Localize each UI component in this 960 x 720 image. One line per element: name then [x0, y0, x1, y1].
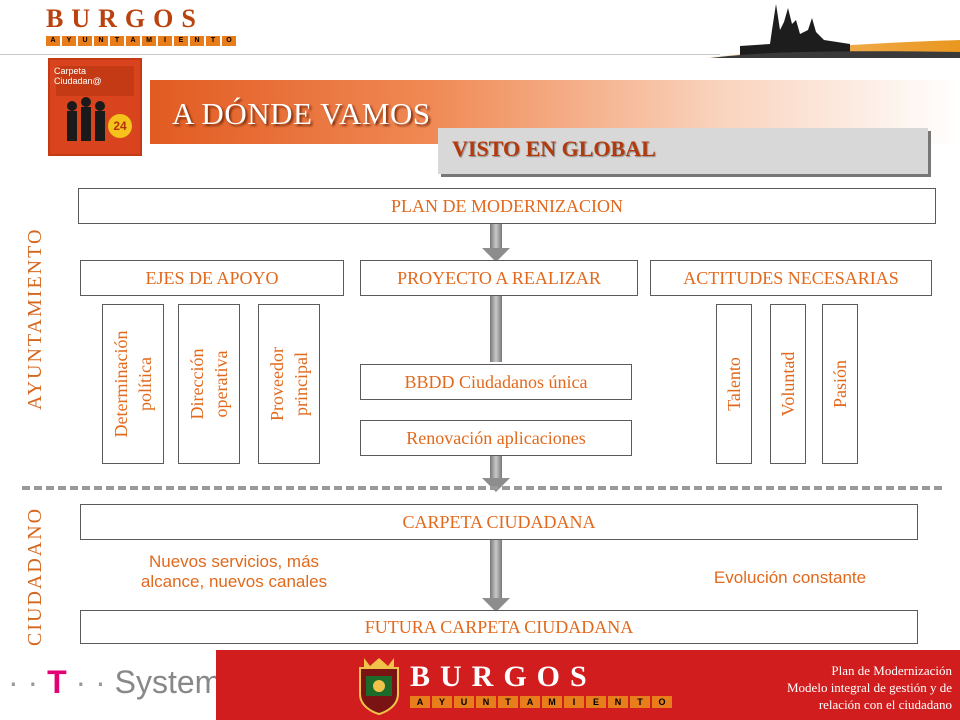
logo-letter: T	[206, 36, 220, 46]
proyecto-realizar-box: PROYECTO A REALIZAR	[360, 260, 638, 296]
arrow-down-icon	[482, 598, 510, 612]
logo-letter: A	[126, 36, 140, 46]
logo-letter: I	[564, 696, 584, 708]
burgos-logo-text: BURGOS	[46, 4, 204, 33]
eje-item-line: operativa	[211, 350, 231, 418]
burgos-logo-subtitle: A Y U N T A M I E N T O	[46, 36, 236, 46]
eje-item-line: Dirección	[187, 348, 207, 420]
cathedral-skyline-icon	[700, 4, 960, 58]
section-label-ayuntamiento: AYUNTAMIENTO	[24, 227, 46, 410]
footer-bar	[216, 650, 960, 720]
logo-letter: E	[174, 36, 188, 46]
page-subtitle: VISTO EN GLOBAL	[452, 136, 656, 161]
footer-burgos-text: BURGOS	[410, 660, 597, 693]
arrow-shaft	[490, 224, 502, 250]
logo-letter: Y	[432, 696, 452, 708]
tsystems-logo: · · T · · Systems	[8, 664, 238, 700]
arrow-down-icon	[482, 248, 510, 262]
svg-text:24: 24	[113, 119, 127, 133]
logo-letter: T	[630, 696, 650, 708]
carpeta-ciudadana-badge: 24	[48, 58, 142, 156]
bbdd-ciudadanos-box: BBDD Ciudadanos única	[360, 364, 632, 400]
logo-letter: E	[586, 696, 606, 708]
logo-letter: U	[78, 36, 92, 46]
badge-label: Carpeta Ciudadan@	[54, 66, 102, 86]
actitud-item-pasion: Pasión	[822, 304, 858, 464]
burgos-crest-icon	[359, 658, 399, 716]
logo-letter: Y	[62, 36, 76, 46]
arrow-shaft	[490, 540, 502, 600]
eje-item-line: principal	[291, 352, 311, 416]
page-title: A DÓNDE VAMOS	[172, 96, 431, 131]
citizens-group-icon: 24	[50, 60, 140, 154]
actitud-item-label: Talento	[724, 357, 744, 411]
logo-letter: T	[498, 696, 518, 708]
logo-letter: T	[110, 36, 124, 46]
logo-letter: U	[454, 696, 474, 708]
section-label-ciudadano: CIUDADANO	[24, 506, 46, 646]
logo-letter: A	[520, 696, 540, 708]
logo-letter: O	[652, 696, 672, 708]
logo-letter: O	[222, 36, 236, 46]
arrow-shaft	[490, 296, 502, 362]
logo-letter: N	[608, 696, 628, 708]
logo-letter: N	[476, 696, 496, 708]
note-nuevos-servicios: Nuevos servicios, más alcance, nuevos ca…	[100, 552, 368, 592]
header-divider	[0, 54, 720, 55]
logo-letter: A	[410, 696, 430, 708]
note-line: Nuevos servicios, más	[148, 552, 320, 571]
actitud-item-talento: Talento	[716, 304, 752, 464]
footer-caption-line: Plan de Modernización	[831, 663, 952, 678]
plan-modernizacion-box: PLAN DE MODERNIZACION	[78, 188, 936, 224]
logo-letter: I	[158, 36, 172, 46]
futura-carpeta-box: FUTURA CARPETA CIUDADANA	[80, 610, 918, 644]
renovacion-aplicaciones-box: Renovación aplicaciones	[360, 420, 632, 456]
actitud-item-label: Voluntad	[778, 351, 798, 417]
eje-item-line: Determinación	[111, 330, 131, 438]
footer-caption-line: relación con el ciudadano	[818, 697, 952, 712]
note-line: alcance, nuevos canales	[140, 572, 328, 591]
footer-burgos-subtitle: A Y U N T A M I E N T O	[410, 696, 672, 708]
logo-letter: A	[46, 36, 60, 46]
section-divider	[22, 486, 942, 490]
actitud-item-label: Pasión	[830, 359, 850, 409]
ejes-apoyo-box: EJES DE APOYO	[80, 260, 344, 296]
logo-letter: N	[94, 36, 108, 46]
eje-item-line: política	[135, 357, 155, 411]
arrow-shaft	[490, 456, 502, 480]
note-evolucion-constante: Evolución constante	[713, 568, 867, 587]
subtitle-box	[438, 128, 928, 174]
footer-caption: Plan de Modernización Modelo integral de…	[700, 662, 952, 713]
logo-letter: N	[190, 36, 204, 46]
tsystems-t: T	[47, 664, 67, 700]
actitud-item-voluntad: Voluntad	[770, 304, 806, 464]
actitudes-necesarias-box: ACTITUDES NECESARIAS	[650, 260, 932, 296]
eje-item-line: Proveedor	[267, 347, 287, 421]
logo-letter: M	[542, 696, 562, 708]
footer-caption-line: Modelo integral de gestión y de	[787, 680, 952, 695]
logo-letter: M	[142, 36, 156, 46]
carpeta-ciudadana-box: CARPETA CIUDADANA	[80, 504, 918, 540]
